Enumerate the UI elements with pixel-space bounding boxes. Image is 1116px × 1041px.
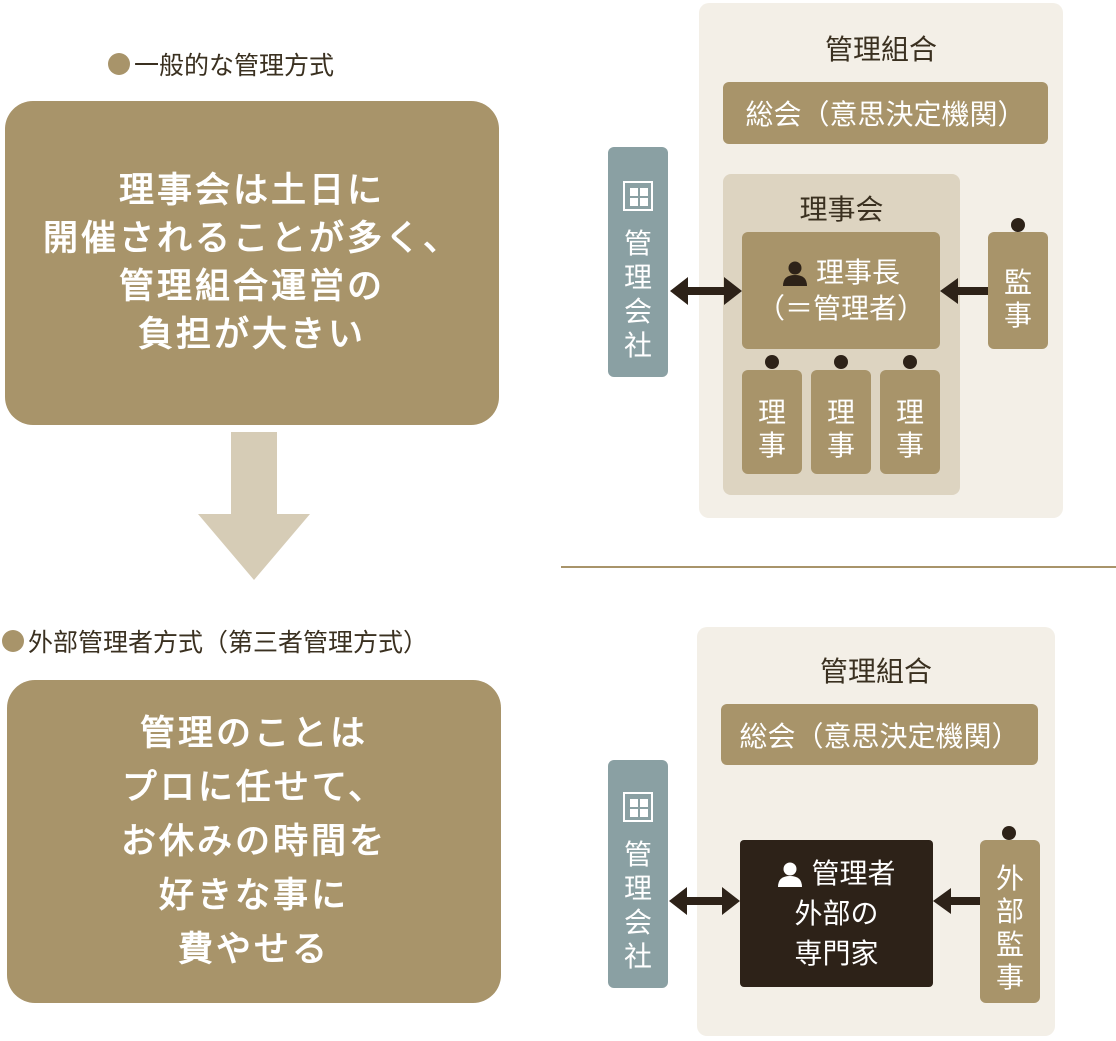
company-char: 会 — [623, 295, 652, 328]
director-box: 理 事 — [742, 370, 802, 474]
message-line: お休みの時間を — [120, 821, 387, 862]
company-char: 理 — [623, 261, 652, 294]
auditor-char: 部 — [995, 894, 1024, 928]
director-char: 事 — [757, 429, 786, 462]
external-auditor-box: 外 部 監 事 — [980, 840, 1040, 1003]
director-char: 理 — [757, 396, 786, 429]
auditor-char: 外 — [995, 861, 1024, 895]
director-box: 理 事 — [811, 370, 871, 474]
double-arrow-icon — [669, 887, 740, 915]
arrow-down-icon — [198, 432, 310, 580]
director-char: 事 — [895, 429, 924, 462]
message-line: 費やせる — [177, 929, 330, 970]
general-assembly-box: 総会（意思決定機関） — [721, 704, 1038, 765]
director-char: 事 — [826, 429, 855, 462]
message-line: 好きな事に — [158, 875, 349, 916]
person-icon — [777, 861, 803, 887]
building-icon — [623, 181, 653, 211]
message-line: 負担が大きい — [137, 315, 366, 355]
company-char: 社 — [623, 940, 652, 973]
message-line: 開催されることが多く、 — [42, 219, 461, 259]
message-line: 管理組合運営の — [118, 267, 385, 307]
chairman-box: 理事長 （＝管理者） — [742, 232, 940, 349]
director-char: 理 — [895, 396, 924, 429]
auditor-box: 監 事 — [988, 232, 1048, 349]
external-manager-box: 管理者 外部の 専門家 — [740, 840, 933, 987]
manager-sub: 専門家 — [794, 936, 879, 970]
message-external: 管理のことは プロに任せて、 お休みの時間を 好きな事に 費やせる — [7, 680, 501, 1003]
arrow-left-icon — [933, 888, 980, 914]
manager-label: 管理者 — [811, 856, 896, 890]
person-icon — [782, 260, 808, 286]
bullet-dot-icon — [2, 630, 24, 652]
building-icon — [623, 792, 653, 822]
chairman-label: 理事長 — [815, 255, 900, 289]
management-company-box: 管 理 会 社 — [608, 147, 668, 377]
director-char: 理 — [826, 396, 855, 429]
board-title: 理事会 — [799, 193, 884, 226]
company-char: 理 — [623, 872, 652, 905]
message-line: プロに任せて、 — [121, 767, 387, 808]
section-divider — [561, 566, 1116, 568]
bullet-dot-icon — [108, 53, 130, 75]
heading-general: 一般的な管理方式 — [108, 46, 334, 82]
heading-external-text: 外部管理者方式（第三者管理方式） — [28, 628, 429, 657]
auditor-char: 監 — [995, 927, 1024, 961]
company-char: 会 — [623, 906, 652, 939]
message-general: 理事会は土日に 開催されることが多く、 管理組合運営の 負担が大きい — [5, 101, 499, 425]
auditor-char: 事 — [1003, 298, 1032, 332]
director-box: 理 事 — [880, 370, 940, 474]
union-title: 管理組合 — [819, 655, 932, 688]
message-line: 理事会は土日に — [118, 171, 385, 211]
message-line: 管理のことは — [139, 713, 368, 754]
general-assembly-box: 総会（意思決定機関） — [723, 82, 1048, 144]
company-char: 管 — [623, 838, 652, 871]
arrow-left-icon — [940, 278, 988, 304]
heading-external: 外部管理者方式（第三者管理方式） — [2, 623, 428, 659]
auditor-char: 監 — [1003, 265, 1032, 299]
manager-sub: 外部の — [794, 896, 879, 930]
management-company-box: 管 理 会 社 — [608, 760, 668, 988]
auditor-char: 事 — [995, 960, 1024, 994]
heading-general-text: 一般的な管理方式 — [134, 51, 335, 80]
company-char: 管 — [623, 227, 652, 260]
chairman-sub: （＝管理者） — [756, 291, 925, 325]
company-char: 社 — [623, 329, 652, 362]
union-title: 管理組合 — [824, 33, 937, 66]
double-arrow-icon — [670, 277, 742, 305]
